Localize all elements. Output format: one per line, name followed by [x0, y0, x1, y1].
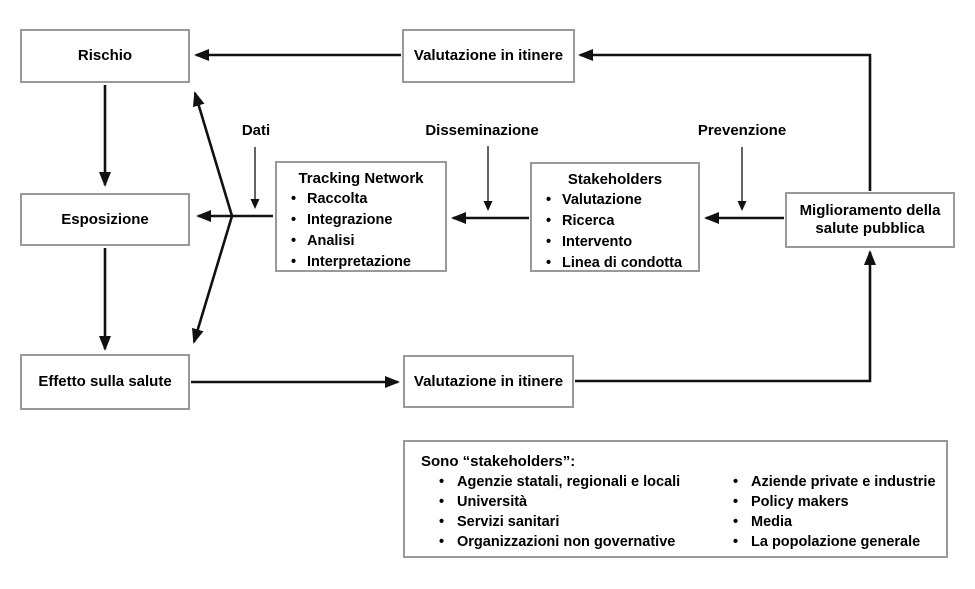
tracking-network-list: RaccoltaIntegrazioneAnalisiInterpretazio…	[283, 189, 439, 273]
legend-left-list: Agenzie statali, regionali e localiUnive…	[421, 472, 717, 552]
box-effetto-label: Effetto sulla salute	[38, 373, 172, 390]
stakeholders-list: ValutazioneRicercaInterventoLinea di con…	[538, 190, 692, 274]
list-item: Media	[717, 512, 936, 532]
box-valutazione-bottom-label: Valutazione in itinere	[413, 372, 564, 390]
list-item: Intervento	[538, 232, 692, 253]
list-item: Linea di condotta	[538, 253, 692, 274]
legend-title: Sono “stakeholders”:	[421, 453, 576, 470]
list-item: La popolazione generale	[717, 532, 936, 552]
box-valutazione-top-label: Valutazione in itinere	[413, 47, 564, 64]
legend-stakeholders: Sono “stakeholders”: Agenzie statali, re…	[403, 440, 948, 558]
list-item: Raccolta	[283, 189, 439, 210]
list-item: Organizzazioni non governative	[421, 532, 717, 552]
list-item: Aziende private e industrie	[717, 472, 936, 492]
list-item: Analisi	[283, 231, 439, 252]
box-rischio-label: Rischio	[77, 47, 133, 64]
box-stakeholders: Stakeholders ValutazioneRicercaIntervent…	[530, 162, 700, 274]
arrow-miglioramento-to-valutazione-top	[578, 49, 872, 191]
list-item: Servizi sanitari	[421, 512, 717, 532]
box-effetto-sulla-salute: Effetto sulla salute	[20, 354, 190, 410]
label-dati: Dati	[241, 122, 271, 139]
box-valutazione-in-itinere-bottom: Valutazione in itinere	[403, 355, 574, 408]
list-item: Agenzie statali, regionali e locali	[421, 472, 717, 492]
arrow-junction-to-rischio	[192, 91, 234, 217]
box-tracking-network: Tracking Network RaccoltaIntegrazioneAna…	[275, 161, 447, 273]
list-item: Ricerca	[538, 211, 692, 232]
label-prevenzione: Prevenzione	[697, 122, 787, 139]
legend-columns: Agenzie statali, regionali e localiUnive…	[421, 472, 946, 552]
box-miglioramento: Miglioramento della salute pubblica	[785, 192, 955, 248]
list-item: Università	[421, 492, 717, 512]
arrow-junction-to-effetto	[192, 215, 234, 344]
arrow-valutazione-bottom-to-miglioramento	[575, 250, 876, 383]
list-item: Interpretazione	[283, 252, 439, 273]
tracking-network-title: Tracking Network	[298, 170, 424, 187]
list-item: Policy makers	[717, 492, 936, 512]
box-rischio: Rischio	[20, 29, 190, 83]
list-item: Integrazione	[283, 210, 439, 231]
label-disseminazione: Disseminazione	[425, 122, 539, 139]
stakeholders-title: Stakeholders	[567, 171, 663, 188]
box-esposizione: Esposizione	[20, 193, 190, 246]
box-valutazione-in-itinere-top: Valutazione in itinere	[402, 29, 575, 83]
box-miglioramento-label: Miglioramento della salute pubblica	[799, 202, 941, 237]
list-item: Valutazione	[538, 190, 692, 211]
legend-right-list: Aziende private e industriePolicy makers…	[717, 472, 936, 552]
box-esposizione-label: Esposizione	[61, 210, 149, 228]
